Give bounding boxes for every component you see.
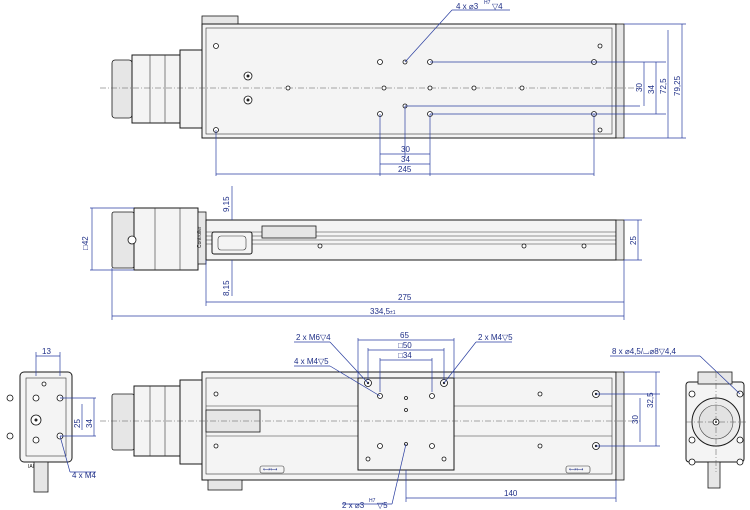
side-dim-815: 8,15 — [222, 280, 231, 296]
bottom-view: ⟷⟷ ⟷⟷ 2 x M6▽4 4 x M4▽5 2 x M4▽5 2 x ⌀3 … — [100, 331, 660, 510]
top-dim-30: 30 — [401, 145, 410, 154]
bottom-dim-50: □50 — [398, 341, 412, 350]
side-dim-3345: 334,5 — [370, 307, 391, 316]
slide-label-left: ⟷⟷ — [263, 467, 277, 473]
bottom-callout-pins-depth: ▽5 — [377, 501, 388, 510]
bottom-connector — [207, 479, 243, 491]
slide-label-right: ⟷⟷ — [569, 467, 583, 473]
front-view: IAI 13 25 34 4 x M4 — [6, 347, 97, 493]
top-dim-245: 245 — [398, 165, 412, 174]
motor-flange — [179, 49, 203, 129]
side-view: Controller 9,15 8,15 □42 25 275 334,5 ±1 — [81, 186, 642, 320]
top-body — [201, 23, 617, 139]
side-dim-tol: ±1 — [390, 310, 396, 316]
top-dim-v725: 72,5 — [659, 78, 668, 94]
bottom-callout-pins-fit: H7 — [369, 498, 376, 504]
bottom-callout-m4: 4 x M4▽5 — [294, 357, 329, 366]
front-dim-25: 25 — [73, 419, 82, 428]
top-callout-fit: H7 — [484, 0, 491, 6]
sub-d-connector — [211, 231, 253, 255]
top-dim-34: 34 — [401, 155, 410, 164]
front-cable — [33, 461, 49, 493]
bottom-callout-m6: 2 x M6▽4 — [296, 333, 331, 342]
bottom-dim-140: 140 — [504, 489, 518, 498]
motor-knob — [111, 59, 133, 119]
side-dim-42: □42 — [81, 236, 90, 250]
side-dim-915: 9,15 — [222, 196, 231, 212]
bottom-motor-knob — [111, 393, 135, 451]
motor-body — [131, 54, 181, 124]
controller-logo: Controller — [197, 226, 203, 248]
side-dim-275: 275 — [398, 293, 412, 302]
bottom-dim-325: 32,5 — [646, 392, 655, 408]
top-dim-v30: 30 — [635, 83, 644, 92]
end-view: 8 x ⌀4,5/⌴⌀8▽4,4 — [610, 347, 746, 489]
top-dim-v34: 34 — [647, 85, 656, 94]
top-callout-text: 4 x ⌀3 — [456, 2, 479, 11]
top-dim-v7925: 79,25 — [673, 75, 682, 96]
bottom-dim-30: 30 — [631, 415, 640, 424]
top-callout-depth: ▽4 — [492, 2, 503, 11]
bottom-dim-34: □34 — [398, 351, 412, 360]
end-cable — [707, 461, 721, 489]
bottom-callout-pins: 2 x ⌀3 — [342, 501, 365, 510]
side-dim-25: 25 — [629, 236, 638, 245]
end-cap — [615, 23, 625, 139]
side-carriage — [261, 225, 317, 239]
front-end-plate — [19, 371, 73, 463]
front-dim-13: 13 — [42, 347, 51, 356]
front-logo: IAI — [28, 464, 34, 470]
front-dim-34: 34 — [85, 419, 94, 428]
end-callout: 8 x ⌀4,5/⌴⌀8▽4,4 — [612, 347, 677, 356]
front-callout: 4 x M4 — [72, 471, 97, 480]
bottom-dim-65: 65 — [400, 331, 409, 340]
bottom-carriage — [357, 377, 455, 471]
bottom-callout-m5: 2 x M4▽5 — [478, 333, 513, 342]
side-motor — [133, 207, 199, 271]
top-view: 4 x ⌀3 H7 ▽4 30 34 245 30 34 72,5 79,25 — [100, 0, 686, 176]
top-connector — [201, 15, 239, 25]
